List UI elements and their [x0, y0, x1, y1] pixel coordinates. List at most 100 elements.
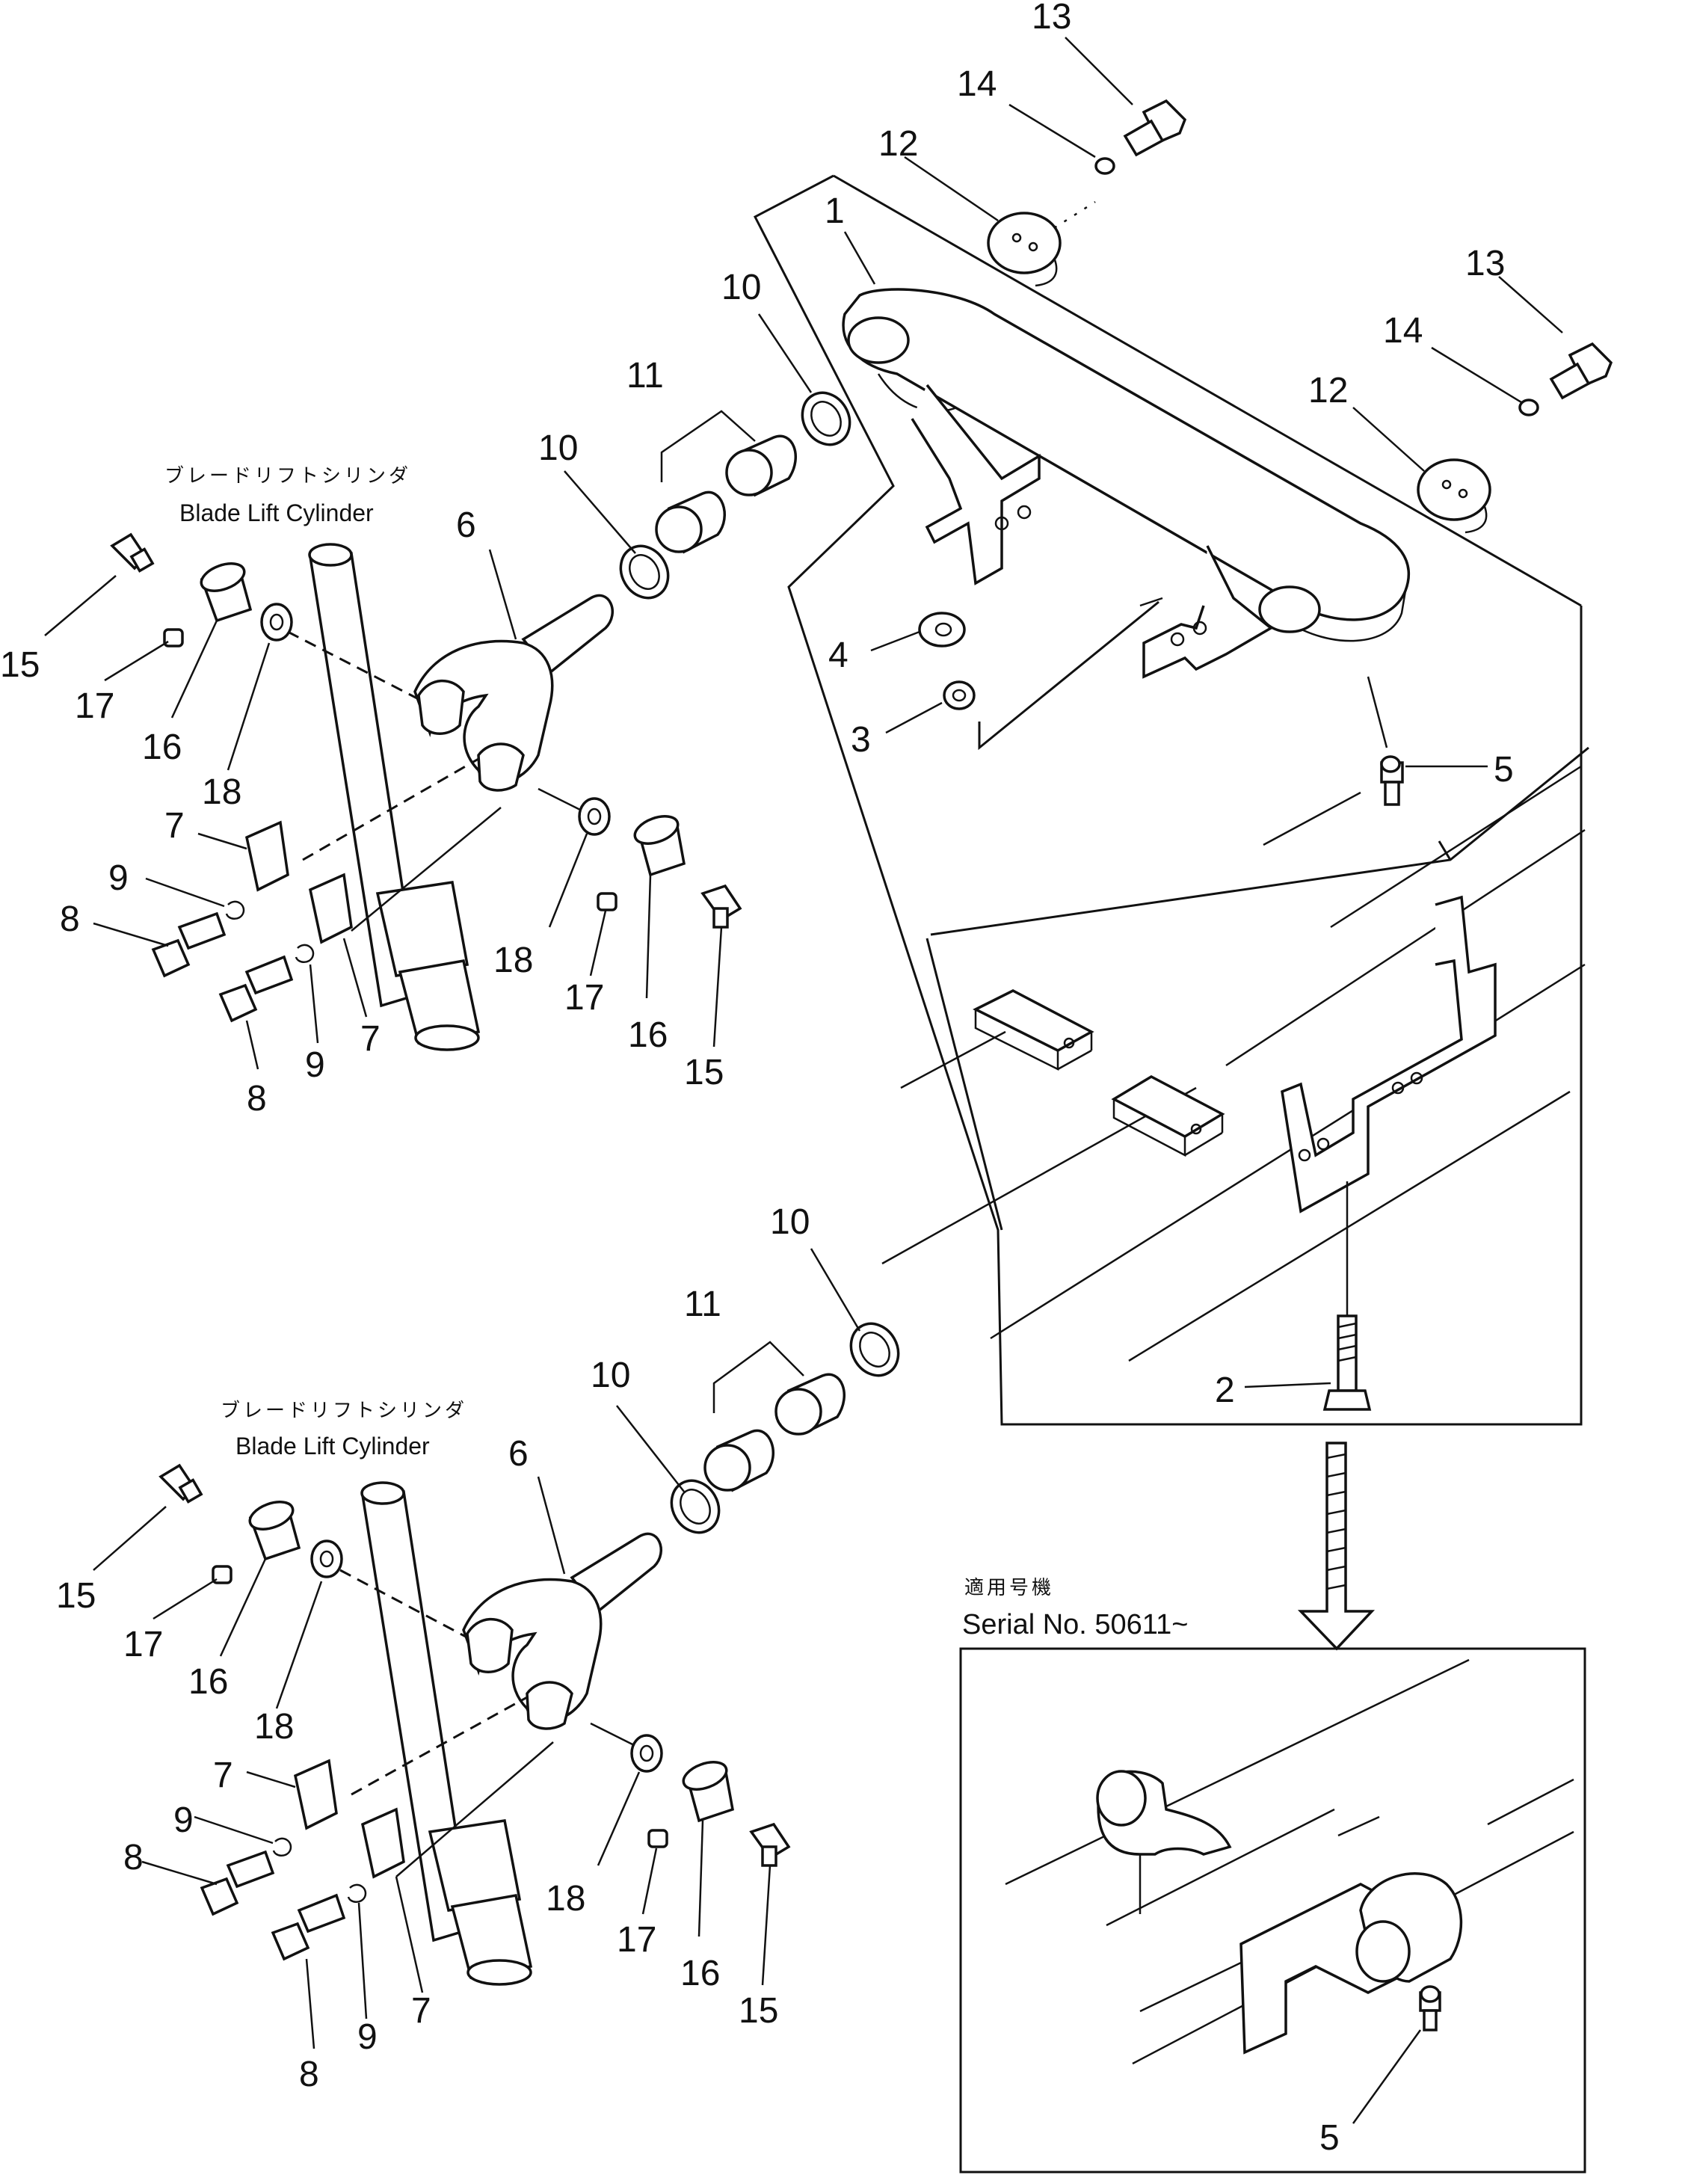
callout-17: 17 — [564, 978, 604, 1018]
callout-8: 8 — [299, 2055, 319, 2094]
callout-14: 14 — [1383, 311, 1423, 351]
callout-17: 17 — [617, 1920, 656, 1960]
part-1-lift-arm — [842, 288, 1410, 679]
part-17-plug-top-right — [597, 892, 617, 911]
callout-18: 18 — [546, 1879, 585, 1919]
callout-3: 3 — [851, 720, 871, 760]
callout-6: 6 — [508, 1434, 529, 1474]
serial-caption-en: Serial No. 50611~ — [962, 1609, 1188, 1640]
part-14-washer-right — [1518, 399, 1539, 416]
callout-8: 8 — [60, 899, 80, 939]
part-13-bolt-right — [1549, 342, 1613, 400]
part-18-nut-top-right — [578, 797, 611, 836]
cylinder-caption-en-bottom: Blade Lift Cylinder — [235, 1433, 430, 1459]
cylinder-caption-en-top: Blade Lift Cylinder — [179, 499, 374, 526]
callout-4: 4 — [828, 636, 848, 675]
part-3-washer — [943, 680, 976, 710]
part-9-lockwasher-bottom-a — [272, 1837, 292, 1857]
part-6-yoke-pin-bottom — [462, 1532, 662, 1730]
part-18-nut-bottom-right — [630, 1734, 663, 1773]
part-11-bushings-bottom — [703, 1373, 846, 1492]
part-17-plug-bottom-right — [647, 1829, 668, 1848]
part-4-nut — [918, 612, 966, 647]
callout-7: 7 — [411, 1991, 431, 2031]
part-18-nut-top-left — [260, 603, 293, 642]
part-15-grease-nipple-top-left — [110, 532, 155, 573]
serial-caption-jp: 適用号機 — [964, 1577, 1054, 1599]
part-15-grease-nipple-bottom-right — [749, 1822, 791, 1867]
callout-16: 16 — [680, 1954, 720, 1993]
callout-9: 9 — [173, 1800, 194, 1840]
callout-18: 18 — [493, 941, 533, 980]
callout-16: 16 — [188, 1662, 228, 1702]
part-7-clamp-top-b — [308, 873, 353, 944]
callout-18: 18 — [254, 1707, 294, 1747]
part-9-lockwasher-top-b — [295, 944, 315, 963]
part-10-bearing-bottom-lower — [670, 1479, 721, 1534]
part-6-yoke-pin-top — [413, 594, 614, 792]
callout-7: 7 — [360, 1019, 381, 1059]
callout-9: 9 — [357, 2017, 378, 2057]
serial-change-arrow — [1297, 1442, 1376, 1651]
part-12-cover-plate-top — [987, 212, 1062, 287]
captions: ブレードリフトシリンダ Blade Lift Cylinder ブレードリフトシ… — [164, 465, 1188, 1640]
callout-10: 10 — [721, 268, 761, 307]
callout-13: 13 — [1465, 244, 1505, 283]
callout-15: 15 — [56, 1576, 96, 1616]
callout-7: 7 — [213, 1756, 233, 1795]
cylinder-caption-jp-top: ブレードリフトシリンダ — [164, 465, 411, 487]
callout-15: 15 — [739, 1991, 778, 2031]
part-7-clamp-bottom-b — [360, 1807, 405, 1879]
part-7-clamp-top-a — [244, 820, 289, 892]
part-8-bolt-bottom-a — [200, 1850, 275, 1916]
part-16-sleeve-bottom-left — [248, 1501, 301, 1561]
part-10-bearing-top-upper — [801, 391, 851, 446]
part-17-plug-bottom-left — [212, 1565, 232, 1584]
callout-8: 8 — [247, 1079, 267, 1119]
callout-labels-top: 13 14 12 1 13 14 12 10 11 10 4 3 5 6 15 … — [0, 0, 1514, 1119]
callout-14: 14 — [957, 64, 997, 104]
callout-9: 9 — [305, 1045, 325, 1085]
part-16-sleeve-top-right — [633, 815, 686, 877]
part-7-clamp-bottom-a — [293, 1759, 338, 1830]
callout-10: 10 — [770, 1202, 810, 1242]
callout-13: 13 — [1032, 0, 1071, 37]
callout-labels-bottom: 10 11 10 2 6 15 17 16 18 7 9 8 18 17 16 … — [56, 1202, 1235, 2094]
callout-10: 10 — [538, 428, 578, 468]
part-15-grease-nipple-bottom-left — [158, 1463, 203, 1504]
callout-17: 17 — [123, 1625, 163, 1664]
blade-lift-cylinder-top — [308, 543, 481, 1051]
part-18-nut-bottom-left — [310, 1539, 343, 1578]
callout-12: 12 — [1308, 371, 1348, 410]
callout-5: 5 — [1319, 2118, 1340, 2158]
callout-10: 10 — [591, 1356, 630, 1395]
part-8-bolt-top-a — [151, 911, 227, 978]
callout-9: 9 — [108, 858, 129, 898]
part-13-bolt-top — [1123, 99, 1187, 157]
callout-5: 5 — [1494, 750, 1514, 790]
part-15-grease-nipple-top-right — [700, 884, 742, 929]
callout-11: 11 — [684, 1285, 721, 1324]
callout-17: 17 — [75, 686, 114, 726]
callout-15: 15 — [684, 1053, 724, 1092]
part-2-bolt — [1322, 1181, 1372, 1411]
callout-12: 12 — [878, 124, 918, 164]
part-10-bearing-bottom-upper — [849, 1322, 900, 1377]
part-9-lockwasher-top-a — [225, 900, 245, 920]
callout-7: 7 — [164, 806, 185, 846]
callout-16: 16 — [142, 728, 182, 767]
blade-lift-cylinder-bottom — [360, 1481, 533, 1986]
callout-16: 16 — [628, 1015, 668, 1055]
assembly-bracket-outline — [753, 174, 1583, 1426]
part-5-grease-fitting-inset — [1419, 1985, 1441, 2031]
part-8-bolt-bottom-b — [271, 1893, 346, 1961]
leader-lines — [44, 37, 1563, 2124]
callout-15: 15 — [0, 645, 40, 685]
callout-6: 6 — [456, 505, 476, 545]
blade-frame — [881, 746, 1589, 1362]
part-16-sleeve-top-left — [200, 562, 253, 623]
part-16-sleeve-bottom-right — [682, 1761, 734, 1823]
part-8-bolt-top-b — [218, 955, 294, 1023]
